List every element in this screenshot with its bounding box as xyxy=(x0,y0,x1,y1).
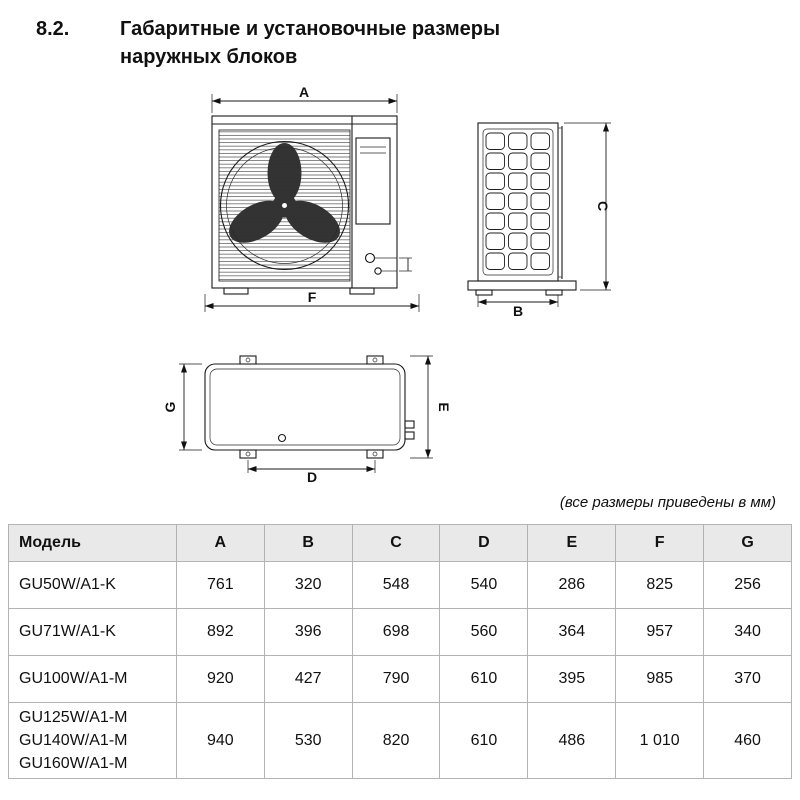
table-row: GU100W/A1-M 920 427 790 610 395 985 370 xyxy=(8,655,792,703)
units-note: (все размеры приведены в мм) xyxy=(559,494,776,511)
value-cell: 761 xyxy=(175,561,265,609)
value-cell: 820 xyxy=(351,702,441,779)
value-cell: 370 xyxy=(703,655,792,703)
dim-label-B: B xyxy=(513,303,523,318)
dim-label-F: F xyxy=(308,289,317,305)
value-cell: 286 xyxy=(527,561,617,609)
value-cell: 920 xyxy=(175,655,265,703)
value-cell: 957 xyxy=(615,608,705,656)
value-cell: 460 xyxy=(703,702,792,779)
col-header-model: Модель xyxy=(8,524,177,562)
value-cell: 610 xyxy=(439,702,529,779)
dim-label-C: C xyxy=(595,201,611,211)
pipe-connections xyxy=(404,420,415,440)
col-header-d: D xyxy=(439,524,529,562)
dim-F: F xyxy=(204,289,420,312)
col-header-g: G xyxy=(703,524,792,562)
table-row: GU125W/A1-M GU140W/A1-M GU160W/A1-M 940 … xyxy=(8,702,792,779)
dim-B: B xyxy=(477,295,559,318)
heading-line-2: наружных блоков xyxy=(120,46,298,68)
col-header-e: E xyxy=(527,524,617,562)
value-cell: 256 xyxy=(703,561,792,609)
outdoor-unit-side xyxy=(467,122,577,296)
side-grille xyxy=(485,132,552,272)
dim-C: C xyxy=(564,122,611,291)
foot-left xyxy=(223,287,249,295)
value-cell: 427 xyxy=(263,655,353,703)
service-panel xyxy=(355,137,391,225)
heading-line-1: Габаритные и установочные размеры xyxy=(120,18,501,40)
foot-right xyxy=(545,289,563,296)
value-cell: 396 xyxy=(263,608,353,656)
side-view-drawing: C B xyxy=(467,122,611,318)
dim-A: A xyxy=(211,86,398,113)
outdoor-unit-front xyxy=(211,115,412,295)
foot-left xyxy=(475,289,493,296)
value-cell: 1 010 xyxy=(615,702,705,779)
dim-D: D xyxy=(247,460,376,484)
model-cell: GU125W/A1-M GU140W/A1-M GU160W/A1-M xyxy=(8,702,177,779)
dim-label-E: E xyxy=(436,402,452,411)
value-cell: 395 xyxy=(527,655,617,703)
table-row: GU71W/A1-K 892 396 698 560 364 957 340 xyxy=(8,608,792,656)
table-row: GU50W/A1-K 761 320 548 540 286 825 256 xyxy=(8,561,792,609)
value-cell: 698 xyxy=(351,608,441,656)
dim-label-D: D xyxy=(307,469,317,484)
model-cell: GU100W/A1-M xyxy=(8,655,177,703)
value-cell: 548 xyxy=(351,561,441,609)
section-heading: 8.2. Габаритные и установочные размеры н… xyxy=(36,15,500,71)
value-cell: 340 xyxy=(703,608,792,656)
col-header-c: C xyxy=(351,524,441,562)
value-cell: 825 xyxy=(615,561,705,609)
value-cell: 985 xyxy=(615,655,705,703)
base-plate xyxy=(467,280,577,291)
model-line: GU140W/A1-M xyxy=(19,731,128,749)
value-cell: 540 xyxy=(439,561,529,609)
model-line: GU125W/A1-M xyxy=(19,708,128,726)
table-header-row: Модель A B C D E F G xyxy=(8,524,792,562)
value-cell: 364 xyxy=(527,608,617,656)
col-header-f: F xyxy=(615,524,705,562)
section-title: Габаритные и установочные размеры наружн… xyxy=(120,15,500,71)
outdoor-unit-top xyxy=(204,355,415,459)
model-cell: GU71W/A1-K xyxy=(8,608,177,656)
value-cell: 486 xyxy=(527,702,617,779)
value-cell: 790 xyxy=(351,655,441,703)
dim-label-G: G xyxy=(162,401,178,412)
top-view-drawing: G E D xyxy=(162,355,452,484)
front-view-drawing: A xyxy=(204,86,420,312)
model-line: GU160W/A1-M xyxy=(19,755,128,773)
model-cell: GU50W/A1-K xyxy=(8,561,177,609)
value-cell: 610 xyxy=(439,655,529,703)
mounting-tabs xyxy=(239,355,384,459)
section-number: 8.2. xyxy=(36,18,70,40)
value-cell: 560 xyxy=(439,608,529,656)
col-header-a: A xyxy=(175,524,265,562)
value-cell: 892 xyxy=(175,608,265,656)
fan-hub xyxy=(282,203,287,208)
dim-label-A: A xyxy=(299,86,309,100)
value-cell: 940 xyxy=(175,702,265,779)
drain-hole xyxy=(277,433,287,443)
value-cell: 320 xyxy=(263,561,353,609)
dim-G: G xyxy=(162,363,202,451)
dimensions-table: Модель A B C D E F G GU50W/A1-K 761 320 … xyxy=(8,524,792,779)
foot-right xyxy=(349,287,375,295)
dim-E: E xyxy=(410,355,452,459)
valve-connections xyxy=(364,252,412,275)
col-header-b: B xyxy=(263,524,353,562)
value-cell: 530 xyxy=(263,702,353,779)
